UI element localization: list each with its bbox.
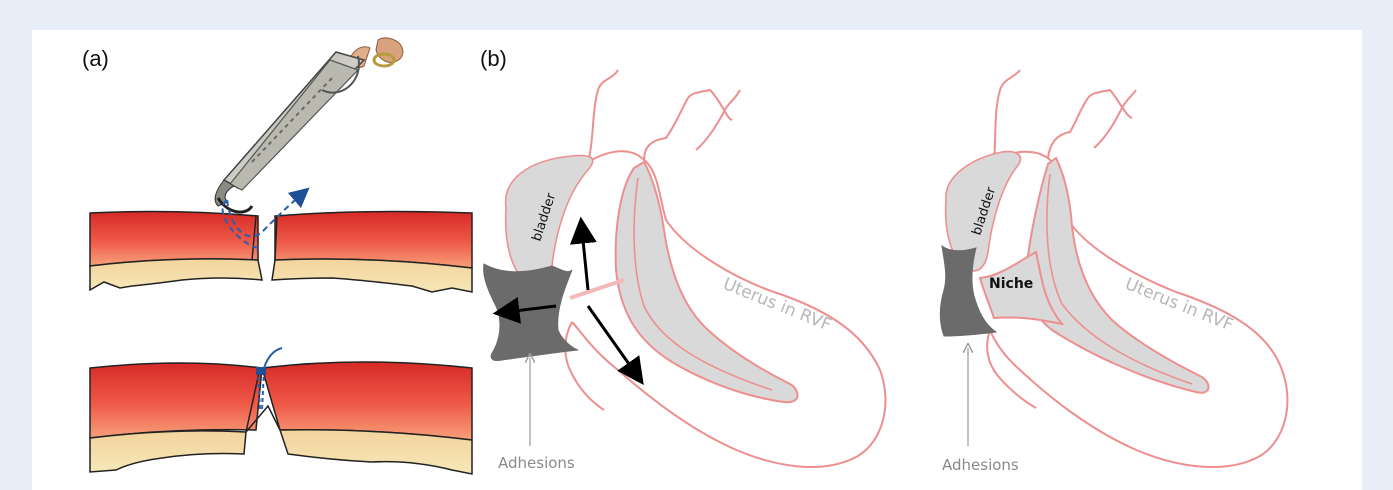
arrow-up: [582, 230, 588, 290]
panel-b: (b) bladder Ute: [480, 46, 1287, 474]
adhesions-label: Adhesions: [498, 454, 575, 472]
needle-holder-icon: [215, 38, 403, 212]
figure-svg: (a): [32, 30, 1362, 490]
uterus-label: Uterus in RVF: [720, 274, 834, 336]
schematic-before: bladder Uterus in RVF Adhesions: [484, 70, 886, 472]
schematic-after: Niche bladder Uterus in RVF Adhesions: [940, 70, 1287, 474]
panel-a: (a): [82, 38, 472, 474]
niche-label: Niche: [989, 276, 1033, 292]
adhesions-shape: [484, 264, 578, 361]
tissue-open: [90, 194, 472, 292]
uterine-cavity-2: [1026, 158, 1208, 393]
uterus-label-2: Uterus in RVF: [1122, 274, 1236, 336]
tissue-closed: [90, 348, 472, 474]
figure-panel: (a): [32, 30, 1362, 490]
panel-b-label: (b): [480, 46, 507, 71]
panel-a-label: (a): [82, 46, 109, 71]
uterus-outline: [572, 151, 885, 467]
uterine-cavity: [616, 162, 798, 402]
adhesions-label-2: Adhesions: [942, 456, 1019, 474]
